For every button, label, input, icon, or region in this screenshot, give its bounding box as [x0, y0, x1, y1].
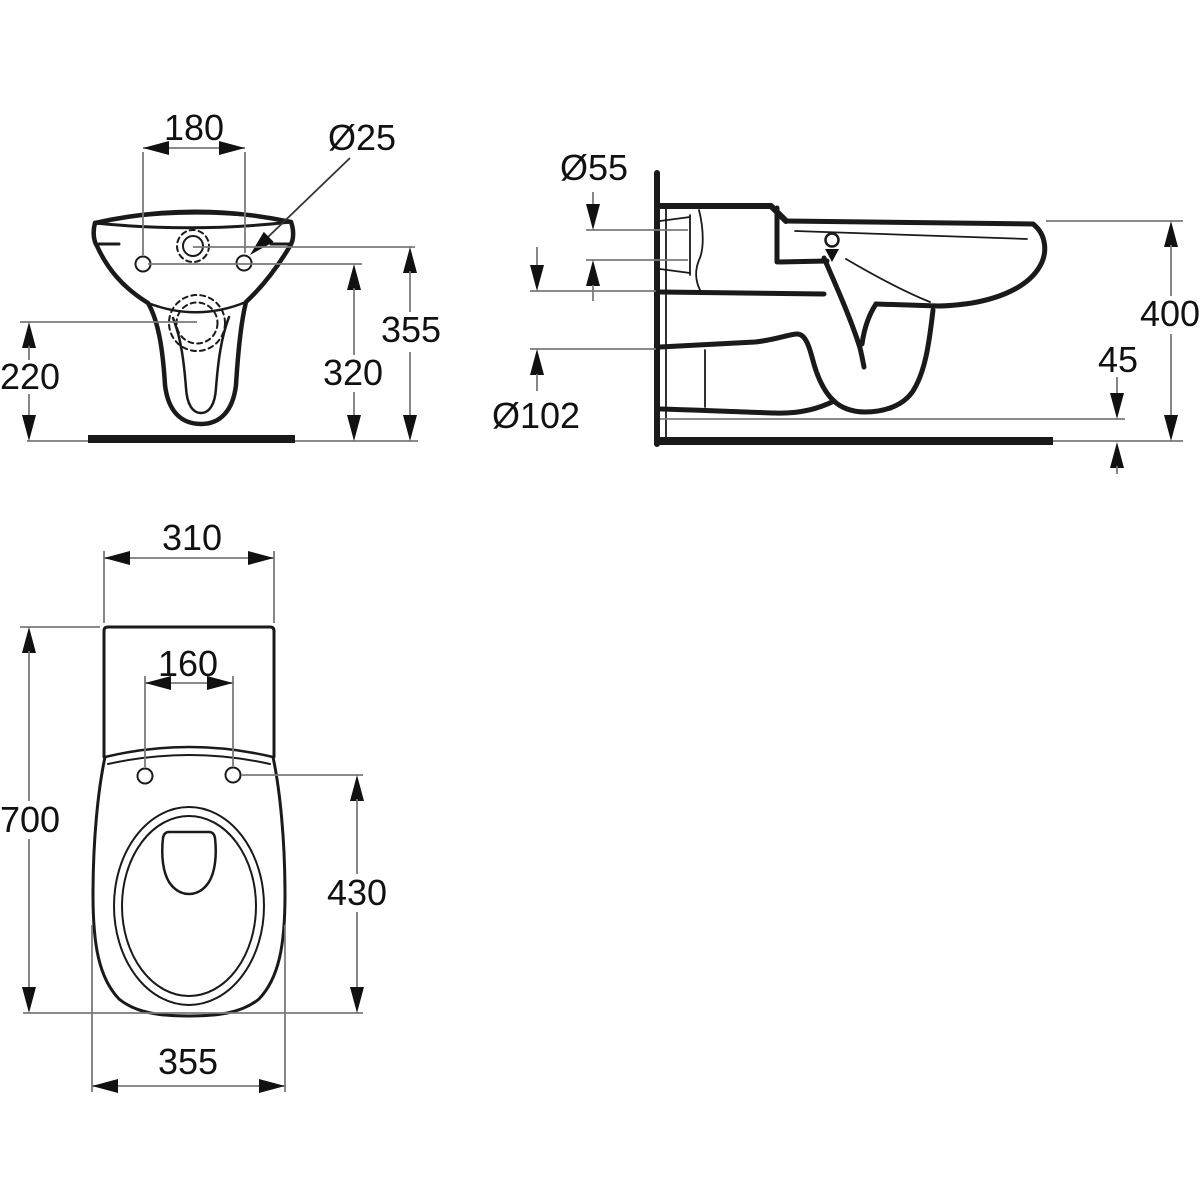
- seat-ring-inner: [121, 815, 257, 997]
- dim-400-label: 400: [1140, 293, 1200, 334]
- arrowhead: [22, 987, 36, 1013]
- front-dimensions: 180 Ø25 355 320 220: [0, 107, 441, 441]
- arrowhead: [350, 775, 364, 801]
- bowl-inner-wall: [171, 315, 231, 415]
- dim-180-label: 180: [164, 107, 224, 148]
- arrowhead: [22, 627, 36, 653]
- arrowhead: [586, 260, 600, 286]
- waterline-curve: [845, 258, 931, 303]
- bowl-shoulder-curve: [146, 300, 248, 314]
- hinge-shelf-line: [776, 258, 830, 265]
- dim-45-label: 45: [1098, 339, 1138, 380]
- arrowhead: [22, 322, 36, 348]
- inlet-bell-curve: [695, 209, 704, 291]
- dim-160-label: 160: [158, 643, 218, 684]
- outlet-outer-circle: [168, 294, 226, 352]
- side-dimensions: Ø55 Ø102 400 45: [492, 147, 1200, 474]
- hinge-pin: [825, 249, 839, 262]
- arrowhead: [530, 265, 544, 291]
- plan-toilet-outline: [91, 625, 287, 1018]
- top-rim-inner-arc: [102, 212, 285, 222]
- arrowhead: [145, 676, 171, 690]
- flush-shield-outline: [161, 830, 217, 896]
- arrowhead: [347, 415, 361, 441]
- seat-hinge-circle: [824, 232, 840, 248]
- arrowhead: [92, 1079, 118, 1093]
- dim-diameter-25-label: Ø25: [328, 117, 396, 158]
- front-view: 180 Ø25 355 320 220: [0, 107, 441, 443]
- dim-430-label: 430: [327, 872, 387, 913]
- arrowhead: [219, 141, 245, 155]
- inlet-socket-lower: [659, 268, 691, 274]
- dim-diameter-102-label: Ø102: [492, 395, 580, 436]
- dim-320-label: 320: [323, 352, 383, 393]
- flush-inlet-inner-circle: [182, 235, 204, 257]
- arrowhead: [1110, 393, 1124, 419]
- top-rim-chord: [93, 220, 293, 230]
- fixing-hole-left: [136, 767, 154, 785]
- arrowhead: [1110, 442, 1124, 468]
- top-surface: [657, 203, 789, 224]
- arrowhead: [207, 676, 233, 690]
- body-outline: [91, 219, 296, 427]
- arrowhead: [530, 349, 544, 375]
- arrowhead: [1164, 221, 1178, 247]
- seat-inner-line: [794, 230, 1028, 240]
- side-view: Ø55 Ø102 400 45: [492, 147, 1200, 474]
- arrowhead: [350, 987, 364, 1013]
- seat-back-arc-upper: [103, 745, 275, 759]
- arrowhead: [104, 551, 130, 565]
- side-toilet-outline: [586, 170, 1183, 447]
- arrowhead: [248, 551, 274, 565]
- trap-weir-line: [657, 331, 837, 404]
- flush-inlet-outer-circle: [176, 229, 210, 263]
- arrowhead: [143, 141, 169, 155]
- arrowhead: [403, 247, 417, 273]
- outlet-pipe-top: [657, 289, 827, 297]
- dim-diameter-55-label: Ø55: [560, 147, 628, 188]
- inlet-socket-upper: [659, 216, 691, 222]
- fixing-hole-right: [224, 766, 242, 784]
- seat-top-line: [783, 218, 1036, 227]
- leader-line: [267, 157, 351, 238]
- tank-section-outline: [102, 625, 276, 759]
- front-toilet-outline: [27, 209, 418, 443]
- bowl-shelf-drop: [859, 301, 879, 347]
- arrowhead: [259, 1079, 285, 1093]
- top-view: 310 160 700 430: [0, 517, 387, 1093]
- bowl-front-curve: [873, 221, 1048, 309]
- dim-310-label: 310: [162, 517, 222, 558]
- dim-700-label: 700: [0, 799, 60, 840]
- arrowhead: [586, 204, 600, 230]
- arrowhead: [22, 415, 36, 441]
- dim-220-label: 220: [0, 356, 60, 397]
- arrowhead: [1164, 415, 1178, 441]
- dim-355-plan-label: 355: [158, 1041, 218, 1082]
- seat-back-arc-lower: [107, 754, 271, 765]
- bowl-silhouette: [91, 755, 287, 1018]
- bowl-back-wall: [821, 255, 867, 370]
- arrowhead: [347, 264, 361, 290]
- dim-355-label: 355: [381, 309, 441, 350]
- arrowhead: [403, 415, 417, 441]
- arrowhead: [250, 231, 274, 255]
- sump-outline: [831, 307, 936, 415]
- plan-dimensions: 310 160 700 430: [0, 517, 387, 1093]
- seat-ring-outer: [113, 806, 265, 1006]
- bottom-outline: [657, 398, 837, 416]
- fixing-hole-right: [235, 254, 253, 272]
- outlet-inner-circle: [175, 301, 219, 345]
